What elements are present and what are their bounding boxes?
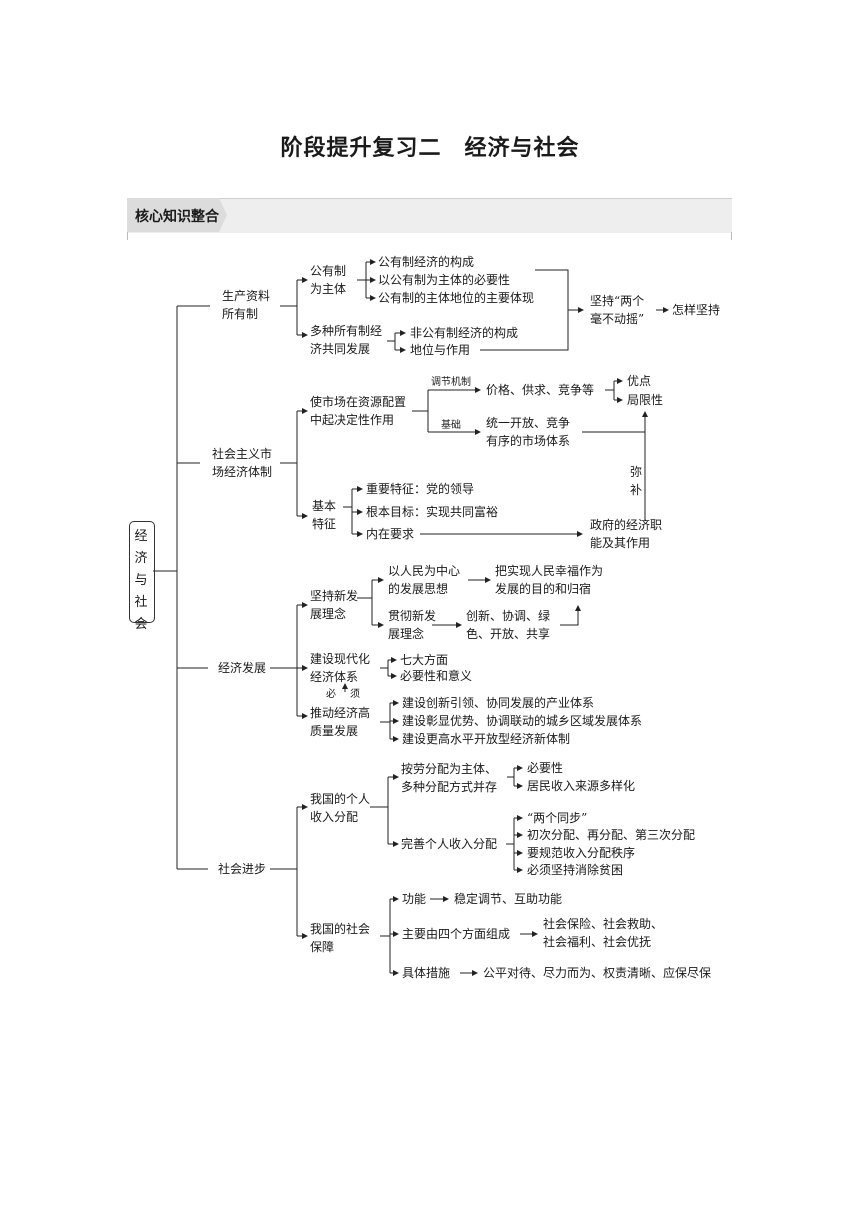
- node-people-centered: 以人民为中心 的发展思想: [388, 564, 461, 596]
- node-implement-concept: 贯彻新发 展理念: [388, 609, 437, 641]
- node-high-quality-development: 推动经济高 质量发展: [310, 706, 371, 738]
- label-must-2: 须: [350, 689, 360, 700]
- section-header-bar: [127, 198, 732, 233]
- node-distribution-by-work: 按劳分配为主体、 多种分配方式并存: [401, 762, 498, 794]
- node-social-progress: 社会进步: [218, 862, 267, 876]
- node-specific-measures: 具体措施: [402, 966, 451, 980]
- node-industrial-system: 建设创新引领、协同发展的产业体系: [402, 696, 595, 710]
- node-government-function: 政府的经济职 能及其作用: [590, 518, 663, 550]
- node-fair-treatment: 公平对待、尽力而为、权责清晰、应保尽保: [483, 966, 712, 980]
- node-economic-development: 经济发展: [218, 661, 267, 675]
- node-new-development-concept: 坚持新发 展理念: [310, 589, 359, 621]
- node-status-role: 地位与作用: [410, 343, 471, 357]
- node-advantages: 优点: [627, 374, 652, 388]
- label-regulation-mechanism: 调节机制: [431, 377, 471, 388]
- section-edge-left: [127, 232, 128, 240]
- node-seven-aspects: 七大方面: [400, 653, 449, 667]
- node-people-happiness-goal: 把实现人民幸福作为 发展的目的和归宿: [495, 564, 604, 596]
- node-eliminate-poverty: 必须坚持消除贫困: [527, 863, 624, 877]
- node-market-decisive-role: 使市场在资源配置 中起决定性作用: [310, 395, 407, 427]
- node-basic-features: 基本 特征: [312, 499, 337, 531]
- section-header-tab: [127, 198, 227, 232]
- node-inherent-requirement: 内在要求: [366, 527, 415, 541]
- label-remedy: 弥 补: [630, 465, 643, 497]
- node-improve-distribution: 完善个人收入分配: [401, 837, 498, 851]
- root-node: 经济与社会: [134, 529, 148, 632]
- section-edge-right: [731, 232, 732, 240]
- node-market-system: 统一开放、竞争 有序的市场体系: [486, 416, 571, 448]
- node-three-distributions: 初次分配、再分配、第三次分配: [527, 828, 696, 842]
- node-regulate-order: 要规范收入分配秩序: [527, 846, 636, 860]
- label-foundation: 基础: [441, 420, 461, 431]
- node-five-concepts: 创新、协调、绿 色、开放、共享: [466, 609, 551, 641]
- root-node-box: [129, 521, 155, 623]
- node-four-components: 主要由四个方面组成: [402, 927, 511, 941]
- node-mixed-ownership: 多种所有制经 济共同发展: [310, 324, 383, 356]
- node-necessity: 必要性: [527, 761, 564, 775]
- node-two-synchronizations: “两个同步”: [527, 811, 588, 825]
- node-public-dominance: 公有制的主体地位的主要体现: [378, 291, 535, 305]
- node-ownership: 生产资料 所有制: [222, 289, 271, 321]
- node-income-diversification: 居民收入来源多样化: [527, 779, 636, 793]
- node-market-economy: 社会主义市 场经济体制: [212, 447, 273, 479]
- section-header-label: 核心知识整合: [135, 209, 219, 225]
- page-title: 阶段提升复习二 经济与社会: [280, 136, 580, 161]
- node-social-security: 我国的社会 保障: [310, 922, 371, 954]
- node-insurance-relief-welfare: 社会保险、社会救助、 社会福利、社会优抚: [543, 917, 664, 949]
- node-open-economy: 建设更高水平开放型经济新体制: [402, 732, 571, 746]
- node-public-ownership: 公有制 为主体: [310, 264, 347, 296]
- node-necessity-significance: 必要性和意义: [400, 669, 473, 683]
- node-regional-system: 建设彰显优势、协调联动的城乡区域发展体系: [402, 714, 643, 728]
- label-must-1: 必: [326, 689, 336, 700]
- node-common-prosperity: 根本目标：实现共同富裕: [366, 505, 499, 519]
- node-income-distribution: 我国的个人 收入分配: [310, 792, 371, 824]
- node-public-necessity: 以公有制为主体的必要性: [378, 273, 511, 287]
- node-party-leadership: 重要特征：党的领导: [366, 482, 475, 496]
- node-public-composition: 公有制经济的构成: [378, 255, 475, 269]
- node-two-unwavering: 坚持“两个 毫不动摇”: [590, 294, 645, 326]
- node-nonpublic-composition: 非公有制经济的构成: [410, 326, 519, 340]
- node-stabilize-mutual-aid: 稳定调节、互助功能: [454, 892, 563, 906]
- node-price-supply-competition: 价格、供求、竞争等: [486, 383, 595, 397]
- node-how-to-adhere: 怎样坚持: [672, 303, 721, 317]
- node-limitations: 局限性: [627, 393, 664, 407]
- node-modern-economic-system: 建设现代化 经济体系: [310, 652, 371, 684]
- node-functions: 功能: [402, 892, 427, 906]
